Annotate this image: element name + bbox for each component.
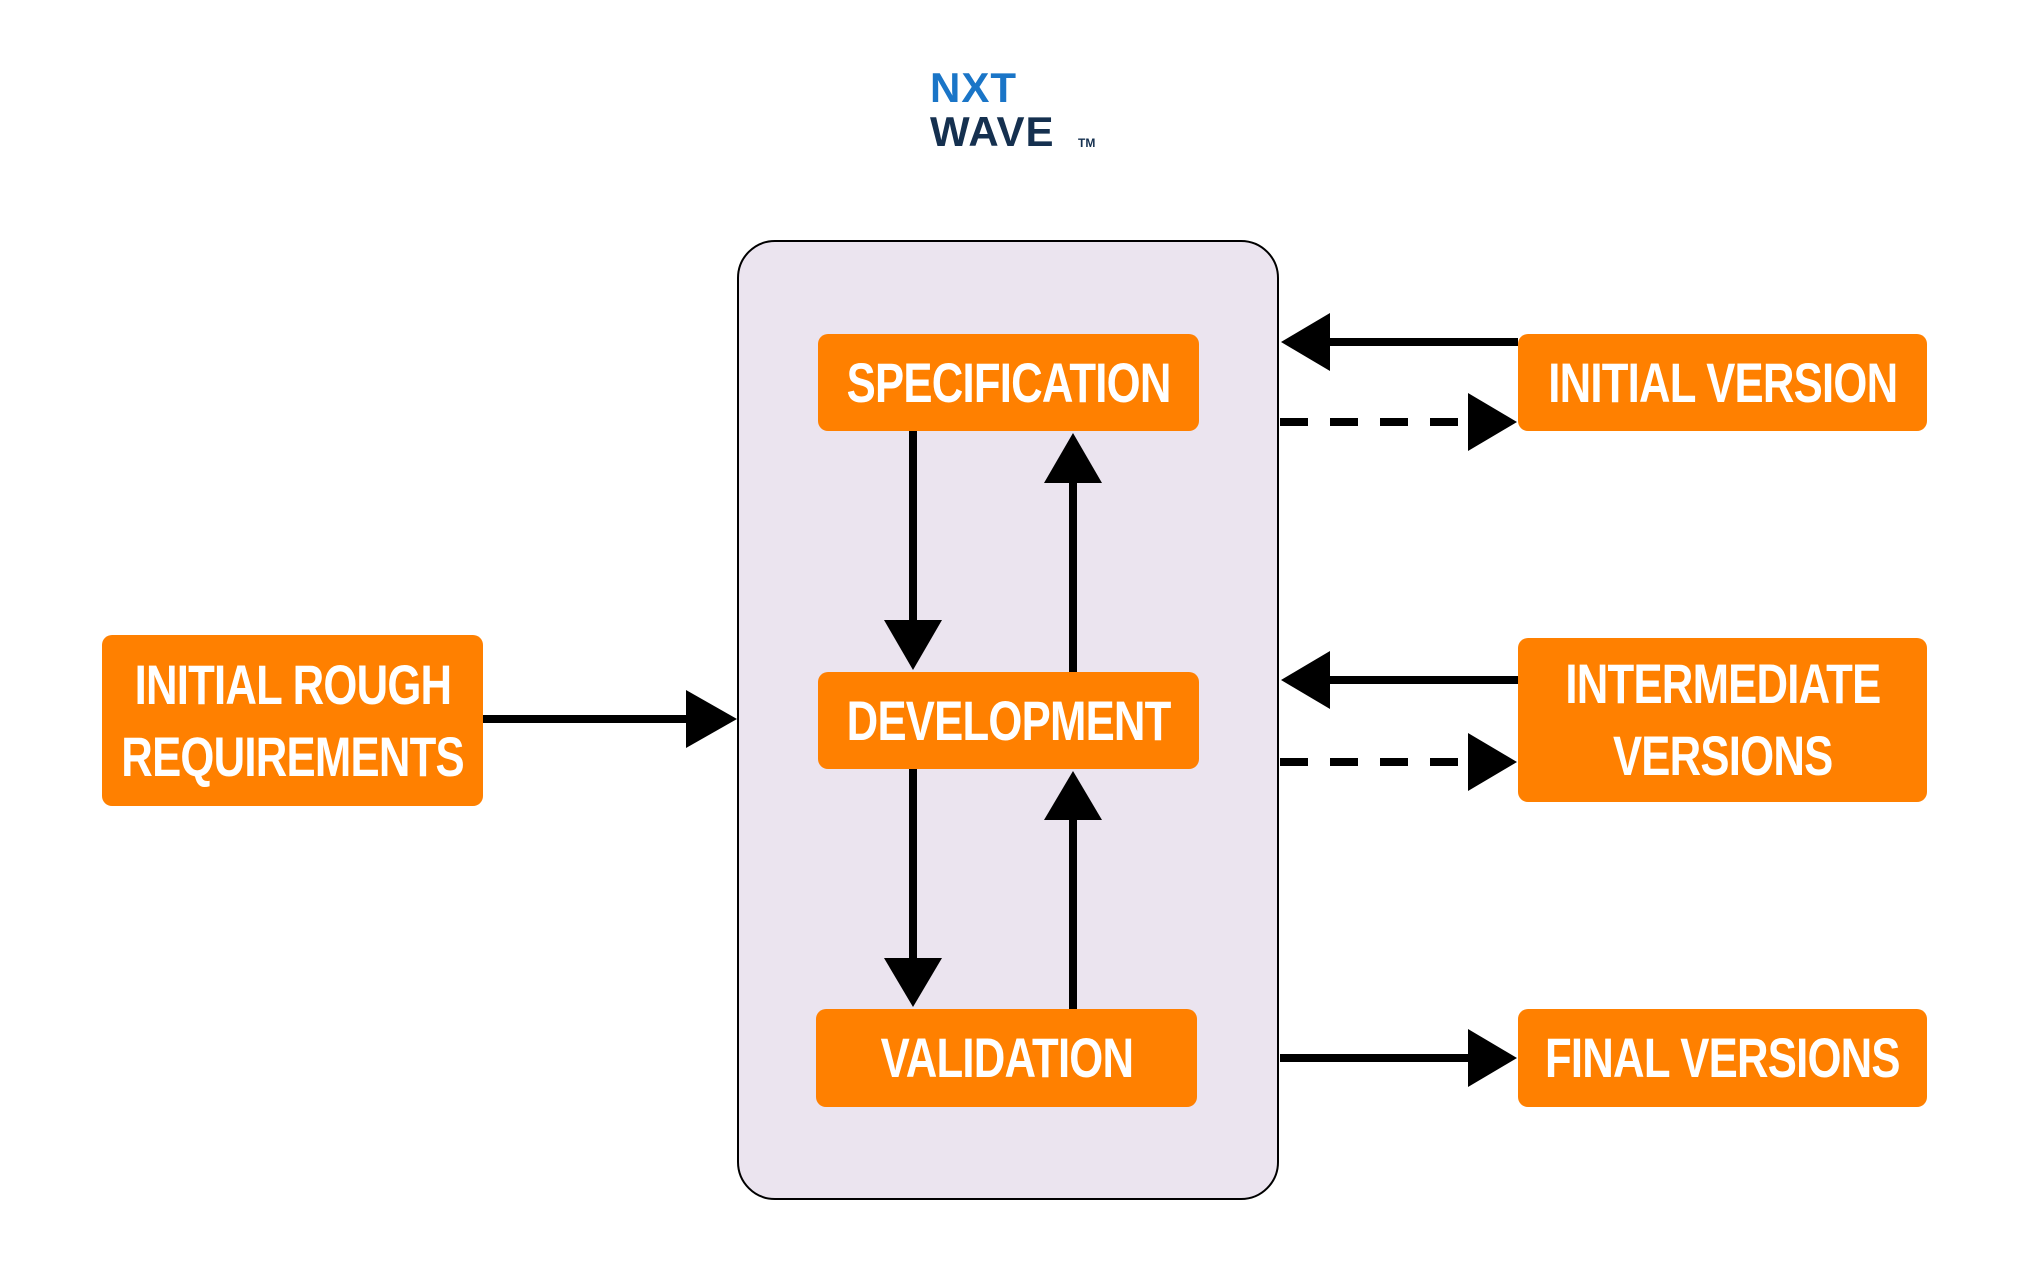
node-development: DEVELOPMENT <box>818 672 1199 769</box>
arrowhead-input <box>686 690 737 748</box>
node-label: SPECIFICATION <box>846 350 1172 414</box>
node-label: VALIDATION <box>880 1026 1133 1089</box>
node-specification: SPECIFICATION <box>818 334 1199 431</box>
arrowhead-final <box>1468 1029 1517 1087</box>
arrowhead-dev-to-val <box>884 958 942 1007</box>
arrowhead-initial-version-in <box>1281 313 1330 371</box>
node-initial-rough-requirements: INITIAL ROUGH REQUIREMENTS <box>102 635 483 806</box>
node-initial-version: INITIAL VERSION <box>1518 334 1927 431</box>
node-final-versions: FINAL VERSIONS <box>1518 1009 1927 1107</box>
node-label-line1: INITIAL ROUGH <box>134 652 451 716</box>
node-label: FINAL VERSIONS <box>1545 1026 1901 1089</box>
logo-trademark: TM <box>1078 136 1096 150</box>
arrowhead-initial-version-out <box>1468 393 1517 451</box>
logo-wave-text: WAVE <box>930 108 1055 155</box>
node-label-line2: REQUIREMENTS <box>121 724 464 788</box>
nxtwave-logo: NXT WAVE TM <box>930 64 1100 155</box>
logo-nxt-text: NXT <box>930 64 1017 111</box>
node-label: INITIAL VERSION <box>1547 350 1898 414</box>
arrowhead-dev-to-spec <box>1044 433 1102 483</box>
arrowhead-spec-to-dev <box>884 620 942 670</box>
node-label-line1: INTERMEDIATE <box>1565 652 1881 715</box>
node-validation: VALIDATION <box>816 1009 1197 1107</box>
node-label: DEVELOPMENT <box>846 688 1172 752</box>
arrowhead-val-to-dev <box>1044 771 1102 820</box>
arrowhead-intermediate-in <box>1281 651 1330 709</box>
arrowhead-intermediate-out <box>1468 733 1517 791</box>
node-intermediate-versions: INTERMEDIATE VERSIONS <box>1518 638 1927 802</box>
node-label-line2: VERSIONS <box>1612 724 1833 787</box>
